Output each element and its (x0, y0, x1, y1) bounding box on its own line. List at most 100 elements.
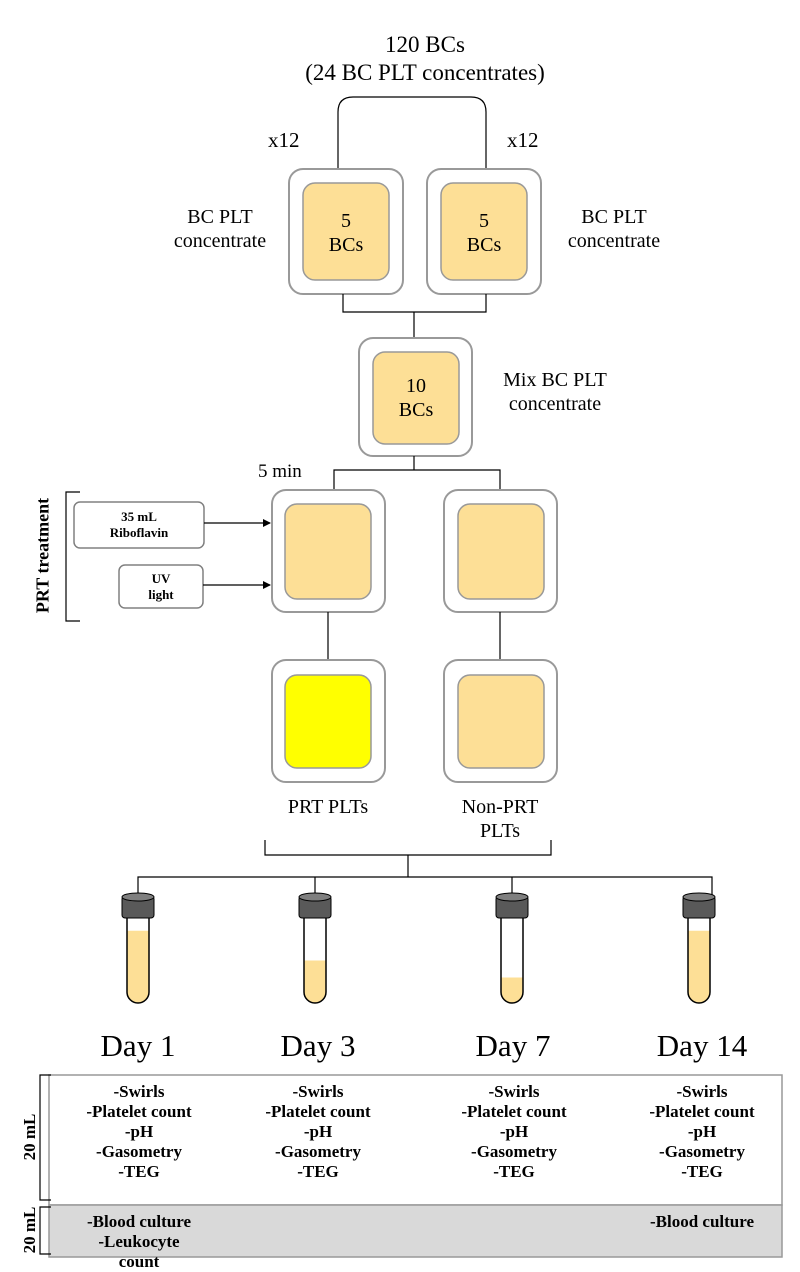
title-line-2: (24 BC PLT concentrates) (305, 60, 545, 85)
result-item: -Swirls (488, 1082, 540, 1101)
tube-liquid (501, 977, 523, 1003)
mix-bag-content: 10 BCs (373, 374, 459, 422)
left-bag-label-line1: BC PLT (187, 206, 253, 228)
tube-cap-top (682, 892, 716, 902)
prt-treatment-bag-inner (284, 503, 372, 600)
tube-liquid (304, 960, 326, 1003)
uv-line1: UV (151, 571, 171, 586)
row-1-volume: 20 mL (20, 1113, 39, 1161)
result-item: -pH (124, 1122, 154, 1141)
tube-liquid (127, 930, 149, 1003)
result-item: -Swirls (676, 1082, 728, 1101)
result-item: count (118, 1252, 160, 1271)
mix-bag-unit: BCs (398, 399, 434, 421)
mix-bag-inner (372, 351, 460, 445)
row-2-volume: 20 mL (20, 1206, 39, 1254)
right-bag-label-line1: BC PLT (581, 206, 647, 228)
result-item: -pH (687, 1122, 717, 1141)
riboflavin-box (73, 501, 205, 549)
day-label-7: Day 7 (475, 1028, 551, 1063)
non-prt-label-line1: Non-PRT (461, 796, 539, 818)
result-item: -Platelet count (265, 1102, 371, 1121)
result-item: -Swirls (292, 1082, 344, 1101)
mix-bag-label-line1: Mix BC PLT (503, 369, 607, 391)
title-line-1: 120 BCs (385, 32, 465, 57)
tube-cap-top (121, 892, 155, 902)
result-item: -Gasometry (275, 1142, 361, 1161)
prt-plts-bag-inner (284, 674, 372, 769)
results-day-7: -Swirls -Platelet count -pH -Gasometry -… (424, 1082, 604, 1182)
results-table-row-1-box (48, 1074, 783, 1206)
result-item: -Platelet count (649, 1102, 755, 1121)
result-item: -pH (499, 1122, 529, 1141)
right-multiplier: x12 (507, 128, 539, 152)
right-bag-inner (440, 182, 528, 281)
day-label-3: Day 3 (280, 1028, 356, 1063)
day-label-14: Day 14 (656, 1028, 748, 1063)
result-item: -Gasometry (471, 1142, 557, 1161)
result-item: -Gasometry (659, 1142, 745, 1161)
test-tube-icon (495, 892, 529, 1004)
tube-cap-top (495, 892, 529, 902)
left-bag-count: 5 (341, 210, 351, 232)
uv-light-text: UV light (119, 571, 203, 603)
results-day-1: -Swirls -Platelet count -pH -Gasometry -… (49, 1082, 229, 1182)
left-bag-label: BC PLT concentrate (160, 205, 280, 253)
prt-plts-label: PRT PLTs (287, 796, 369, 818)
result-item: -Platelet count (86, 1102, 192, 1121)
result-item: -TEG (118, 1162, 160, 1181)
right-bag-count: 5 (479, 210, 489, 232)
tube-outline (126, 918, 150, 1004)
left-bag-content: 5 BCs (303, 209, 389, 257)
left-bag-inner (302, 182, 390, 281)
result-item: -TEG (493, 1162, 535, 1181)
tube-cap-top (298, 892, 332, 902)
results-row2-day-1: -Blood culture -Leukocyte count (49, 1212, 229, 1272)
mix-bag-label: Mix BC PLT concentrate (485, 368, 625, 416)
tube-outline (303, 918, 327, 1004)
merge-connector (342, 294, 487, 338)
result-item: -Blood culture (86, 1212, 192, 1231)
uv-light-box (118, 564, 204, 609)
mix-bag-label-line2: concentrate (508, 393, 602, 415)
result-item: -Leukocyte (98, 1232, 180, 1251)
result-item: -TEG (297, 1162, 339, 1181)
results-row2-day-14: -Blood culture (612, 1212, 792, 1232)
test-tube-icon (298, 892, 332, 1004)
result-item: -Platelet count (461, 1102, 567, 1121)
left-bag-label-line2: concentrate (173, 230, 267, 252)
results-day-14: -Swirls -Platelet count -pH -Gasometry -… (612, 1082, 792, 1182)
mix-bag-count: 10 (406, 375, 426, 397)
prt-treatment-label: PRT treatment (32, 497, 53, 614)
results-table-row-2-box (48, 1204, 783, 1258)
non-prt-plts-bag-inner (457, 674, 545, 769)
right-bag-unit: BCs (466, 234, 502, 256)
row-2-bracket (39, 1206, 51, 1255)
right-bag-label: BC PLT concentrate (554, 205, 674, 253)
branch-connector (333, 456, 501, 490)
left-bag-unit: BCs (328, 234, 364, 256)
top-split-connector (337, 96, 487, 168)
non-prt-label-line2: PLTs (479, 820, 521, 842)
right-bag-label-line2: concentrate (567, 230, 661, 252)
non-prt-plts-label: Non-PRT PLTs (425, 795, 575, 843)
results-day-3: -Swirls -Platelet count -pH -Gasometry -… (228, 1082, 408, 1182)
day-label-1: Day 1 (100, 1028, 176, 1063)
row-1-bracket (39, 1074, 51, 1201)
left-multiplier: x12 (268, 128, 300, 152)
non-prt-bag-inner (457, 503, 545, 600)
tube-outline (687, 918, 711, 1004)
riboflavin-text: 35 mL Riboflavin (74, 509, 204, 541)
result-item: -Swirls (113, 1082, 165, 1101)
days-connector (137, 840, 713, 896)
prt-bracket (65, 491, 80, 622)
right-bag-content: 5 BCs (441, 209, 527, 257)
result-item: -Blood culture (649, 1212, 755, 1231)
result-item: -TEG (681, 1162, 723, 1181)
tube-outline (500, 918, 524, 1004)
riboflavin-arrowhead (263, 519, 271, 527)
test-tube-icon (121, 892, 155, 1004)
result-item: -Gasometry (96, 1142, 182, 1161)
result-item: -pH (303, 1122, 333, 1141)
